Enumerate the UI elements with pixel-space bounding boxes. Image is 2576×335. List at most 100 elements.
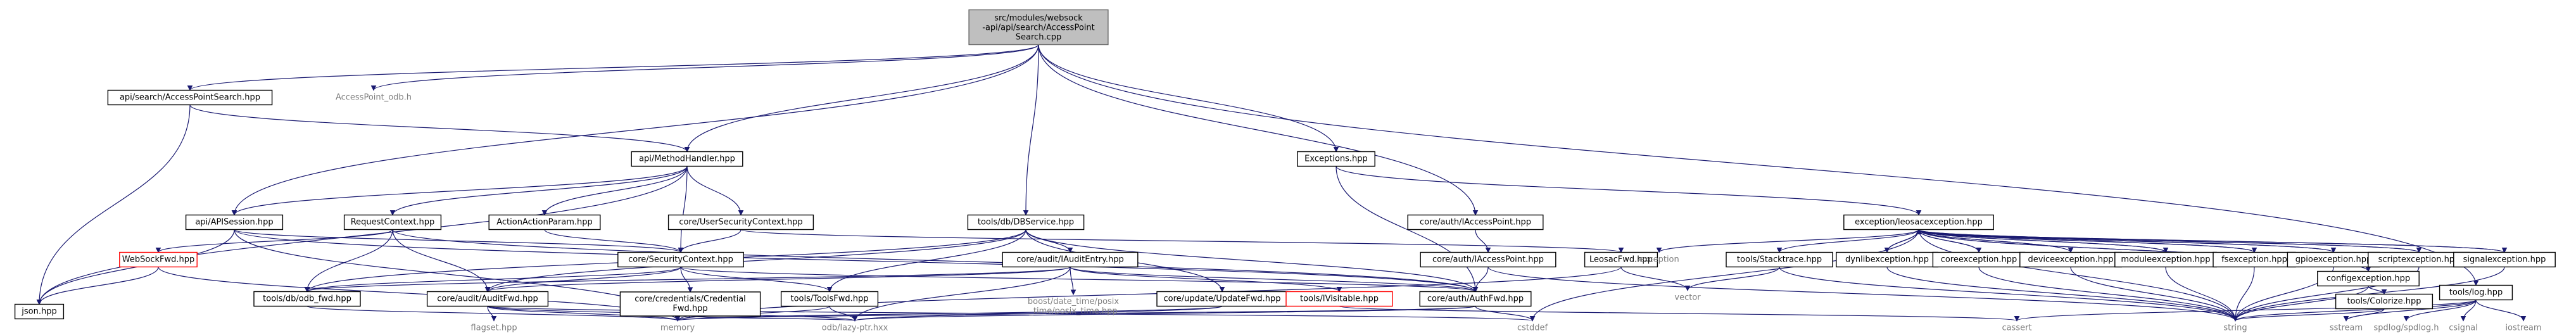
node-aps_hpp[interactable]: api/search/AccessPointSearch.hpp [107, 89, 273, 106]
edge-arrowhead [2014, 316, 2020, 322]
node-leosacexc-box [1843, 214, 1994, 231]
node-mh-box [631, 151, 743, 167]
node-usc-label: core/UserSecurityContext.hpp [679, 218, 802, 227]
node-toolsfwd[interactable]: tools/ToolsFwd.hpp [780, 291, 879, 307]
edge-exceptions-to-authfwd [1335, 166, 1476, 292]
edge-arrowhead [2251, 248, 2257, 253]
edge-mh-to-usc [686, 166, 742, 215]
node-auditfwd[interactable]: core/audit/AuditFwd.hpp [426, 291, 549, 307]
node-sstream-label: sstream [2330, 324, 2363, 333]
edge-arrowhead [2460, 316, 2466, 322]
node-lazyptr: odb/lazy-ptr.hxx [822, 324, 888, 333]
node-dynlib-label: dynlibexception.hpp [1845, 255, 1929, 265]
node-deviceexc[interactable]: deviceexception.hpp [2019, 251, 2122, 268]
edge-log-to-cassert [2016, 299, 2477, 322]
edge-usc-to-leosacfwd [740, 229, 1622, 253]
node-boostdt-label: boost/date_time/posix [1028, 297, 1120, 307]
node-deviceexc-label: deviceexception.hpp [2028, 255, 2113, 265]
node-leosacfwd[interactable]: LeosacFwd.hpp [1584, 251, 1658, 268]
node-moduleexc[interactable]: moduleexception.hpp [2114, 251, 2217, 268]
node-coreexc-label: coreexception.hpp [1941, 255, 2017, 265]
edge-log-to-iostream [2475, 300, 2524, 321]
node-credfwd-box [619, 291, 761, 317]
node-coreexc[interactable]: coreexception.hpp [1932, 251, 2026, 268]
edge-arrowhead [1529, 316, 1536, 322]
edge-arrowhead [231, 210, 237, 216]
edge-deviceexc-to-string [2070, 267, 2236, 321]
edge-arrowhead [1067, 248, 1073, 253]
node-stacktrace[interactable]: tools/Stacktrace.hpp [1726, 251, 1833, 268]
node-configexc-box [2317, 270, 2420, 287]
node-dbservice-label: tools/db/DBService.hpp [978, 218, 1074, 227]
node-root[interactable]: src/modules/websock-api/api/search/Acces… [968, 9, 1109, 46]
node-updatefwd[interactable]: core/update/UpdateFwd.hpp [1156, 291, 1288, 307]
node-exceptions[interactable]: Exceptions.hpp [1297, 151, 1375, 167]
node-cstddef-label: cstddef [1517, 324, 1548, 333]
node-iap[interactable]: core/auth/IAccessPoint.hpp [1407, 214, 1544, 231]
node-mh[interactable]: api/MethodHandler.hpp [631, 151, 743, 167]
node-odbfwd[interactable]: tools/db/odb_fwd.hpp [253, 291, 361, 307]
edge-arrowhead [541, 210, 548, 216]
node-wsfwd[interactable]: WebSockFwd.hpp [119, 251, 198, 268]
node-reqctx[interactable]: RequestContext.hpp [343, 214, 442, 231]
node-usc[interactable]: core/UserSecurityContext.hpp [667, 214, 814, 231]
edge-arrowhead [2232, 316, 2238, 322]
node-boostdt-label: _time/posix_time.hpp [1028, 307, 1117, 316]
edge-arrowhead [687, 287, 693, 293]
edge-secctx-to-odbfwd [306, 266, 681, 293]
edge-iauditentry-to-auditfwd [487, 266, 1071, 293]
node-reqctx-label: RequestContext.hpp [351, 218, 435, 227]
node-stacktrace-box [1726, 251, 1833, 268]
node-leosacfwd-label: LeosacFwd.hpp [1589, 255, 1653, 265]
node-cstddef: cstddef [1517, 324, 1548, 333]
node-exceptions-label: Exceptions.hpp [1304, 155, 1368, 164]
node-log[interactable]: tools/log.hpp [2439, 284, 2513, 301]
edge-log-to-spdlog [2406, 300, 2477, 321]
node-ivisitable[interactable]: tools/IVisitable.hpp [1285, 291, 1393, 307]
node-iaccessfwd[interactable]: core/auth/IAccessPoint.hpp [1420, 251, 1556, 268]
node-memory: memory [660, 324, 695, 333]
node-configexc[interactable]: configexception.hpp [2317, 270, 2420, 287]
node-exception-label: exception [1639, 255, 1679, 265]
node-iauditentry[interactable]: core/audit/IAuditEntry.hpp [1002, 251, 1139, 268]
node-dbservice[interactable]: tools/db/DBService.hpp [967, 214, 1085, 231]
node-dynlib[interactable]: dynlibexception.hpp [1836, 251, 1938, 268]
node-signalexc[interactable]: signalexception.hpp [2453, 251, 2556, 268]
edge-leosacfwd-to-vector [1620, 267, 1688, 291]
node-secctx[interactable]: core/SecurityContext.hpp [617, 251, 744, 268]
node-wsfwd-box [119, 251, 198, 268]
edge-arrowhead [1070, 289, 1076, 296]
node-csignal: csignal [2449, 324, 2478, 333]
node-leosacexc[interactable]: exception/leosacexception.hpp [1843, 214, 1994, 231]
edge-arrowhead [2381, 289, 2387, 295]
edge-arrowhead [1776, 248, 1783, 253]
node-iap-box [1407, 214, 1544, 231]
edge-arrowhead [36, 300, 42, 305]
edge-iauditentry-to-odbfwd [306, 266, 1071, 293]
edge-wsfwd-to-json [39, 267, 159, 305]
edge-arrowhead [2343, 316, 2349, 322]
edge-moduleexc-to-string [2165, 267, 2236, 321]
node-gpioexc[interactable]: gpioexception.hpp [2287, 251, 2380, 268]
node-scriptexc[interactable]: scriptexception.hpp [2368, 251, 2470, 268]
node-fsexc[interactable]: fsexception.hpp [2213, 251, 2296, 268]
node-colorize[interactable]: tools/Colorize.hpp [2335, 293, 2434, 310]
edge-apisession-to-secctx [234, 229, 681, 253]
node-aap-box [488, 214, 601, 231]
edge-aps_hpp-to-mh [189, 104, 688, 152]
edge-arrowhead [1916, 210, 1922, 216]
node-authfwd[interactable]: core/auth/AuthFwd.hpp [1419, 291, 1532, 307]
node-leosacfwd-box [1584, 251, 1658, 268]
node-apisession[interactable]: api/APISession.hpp [185, 214, 284, 231]
edge-auditfwd-to-cstddef [487, 305, 1533, 322]
node-log-label: tools/log.hpp [2449, 288, 2503, 298]
node-json[interactable]: json.hpp [14, 303, 65, 320]
node-vector-label: vector [1674, 293, 1701, 303]
node-apisession-box [185, 214, 284, 231]
node-aap[interactable]: ActionActionParam.hpp [488, 214, 601, 231]
nodes-layer: src/modules/websock-api/api/search/Acces… [14, 9, 2556, 333]
edge-dbservice-to-authfwd [1025, 229, 1476, 292]
node-cassert-label: cassert [2002, 324, 2031, 333]
node-spdlog-label: spdlog/spdlog.h [2374, 324, 2439, 333]
